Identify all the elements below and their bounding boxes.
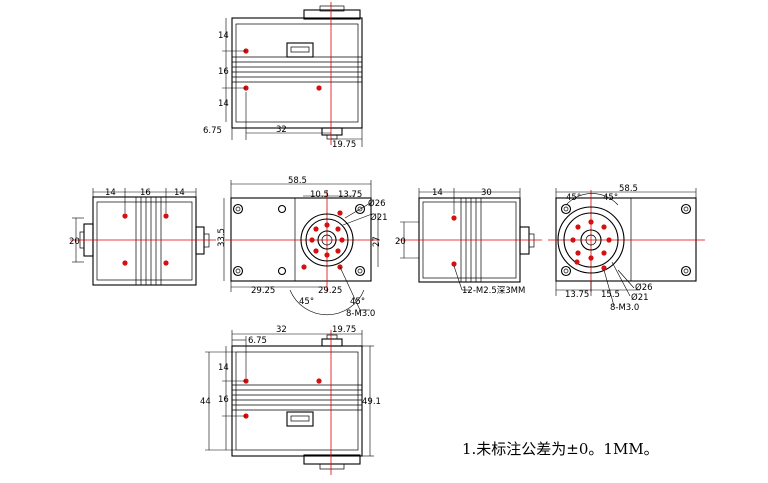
top-dim-14a: 14 [218, 31, 229, 41]
front-dim-d21: Ø21 [370, 212, 388, 223]
front-dim-335: 33.5 [217, 228, 227, 247]
side-left-dim-14a: 14 [105, 188, 116, 198]
side-view-right: 14 30 20 12-M2.5深3MM [395, 188, 542, 296]
side-view-left: 14 16 14 20 [69, 188, 216, 286]
front-dim-585: 58.5 [288, 176, 307, 186]
back-dim-585: 58.5 [619, 184, 638, 194]
bottom-dim-491: 49.1 [362, 397, 381, 407]
top-dim-675: 6.75 [203, 126, 222, 136]
front-dim-1375: 13.75 [338, 190, 362, 200]
bottom-view: 32 19.75 6.75 14 16 44 49.1 [200, 325, 381, 475]
side-right-dim-20: 20 [395, 237, 406, 247]
side-left-dim-14b: 14 [174, 188, 185, 198]
front-dim-d26: Ø26 [368, 198, 386, 209]
front-dim-27: 27 [372, 236, 382, 247]
front-holes-label: 8-M3.0 [346, 309, 375, 319]
back-dim-1375: 13.75 [565, 290, 589, 300]
back-view: 45° 45° 58.5 13.75 15.5 Ø26 Ø21 8-M3.0 [548, 184, 705, 313]
front-angle-45b: 45° [350, 297, 365, 307]
back-dim-d21: Ø21 [631, 292, 649, 303]
side-right-dim-14: 14 [432, 188, 443, 198]
back-dim-d26: Ø26 [635, 282, 653, 293]
tolerance-note: 1.未标注公差为±0。1MM。 [462, 440, 659, 458]
front-dim-2925a: 29.25 [251, 286, 275, 296]
top-dim-14b: 14 [218, 99, 229, 109]
top-dim-1975: 19.75 [332, 140, 356, 150]
top-dim-32: 32 [276, 125, 287, 135]
top-view: 14 16 14 6.75 32 19.75 [203, 2, 363, 150]
bottom-dim-44: 44 [200, 397, 211, 407]
bottom-dim-16: 16 [218, 395, 229, 405]
front-dim-2925b: 29.25 [318, 286, 342, 296]
side-left-dim-16: 16 [140, 188, 151, 198]
front-angle-45a: 45° [299, 297, 314, 307]
bottom-dim-1975: 19.75 [332, 325, 356, 335]
bottom-dim-675: 6.75 [248, 336, 267, 346]
back-angle-45a: 45° [566, 193, 581, 203]
back-dim-155: 15.5 [601, 290, 620, 300]
side-right-dim-30: 30 [481, 188, 492, 198]
side-left-dim-20: 20 [69, 237, 80, 247]
front-dim-105: 10.5 [310, 190, 329, 200]
back-holes-label: 8-M3.0 [610, 303, 639, 313]
back-angle-45b: 45° [603, 193, 618, 203]
bottom-dim-32: 32 [276, 325, 287, 335]
bottom-dim-14: 14 [218, 363, 229, 373]
top-dim-16: 16 [218, 67, 229, 77]
side-right-holes-label: 12-M2.5深3MM [462, 286, 525, 296]
front-view: 58.5 10.5 13.75 Ø26 Ø21 33.5 27 29.25 29… [217, 176, 388, 319]
